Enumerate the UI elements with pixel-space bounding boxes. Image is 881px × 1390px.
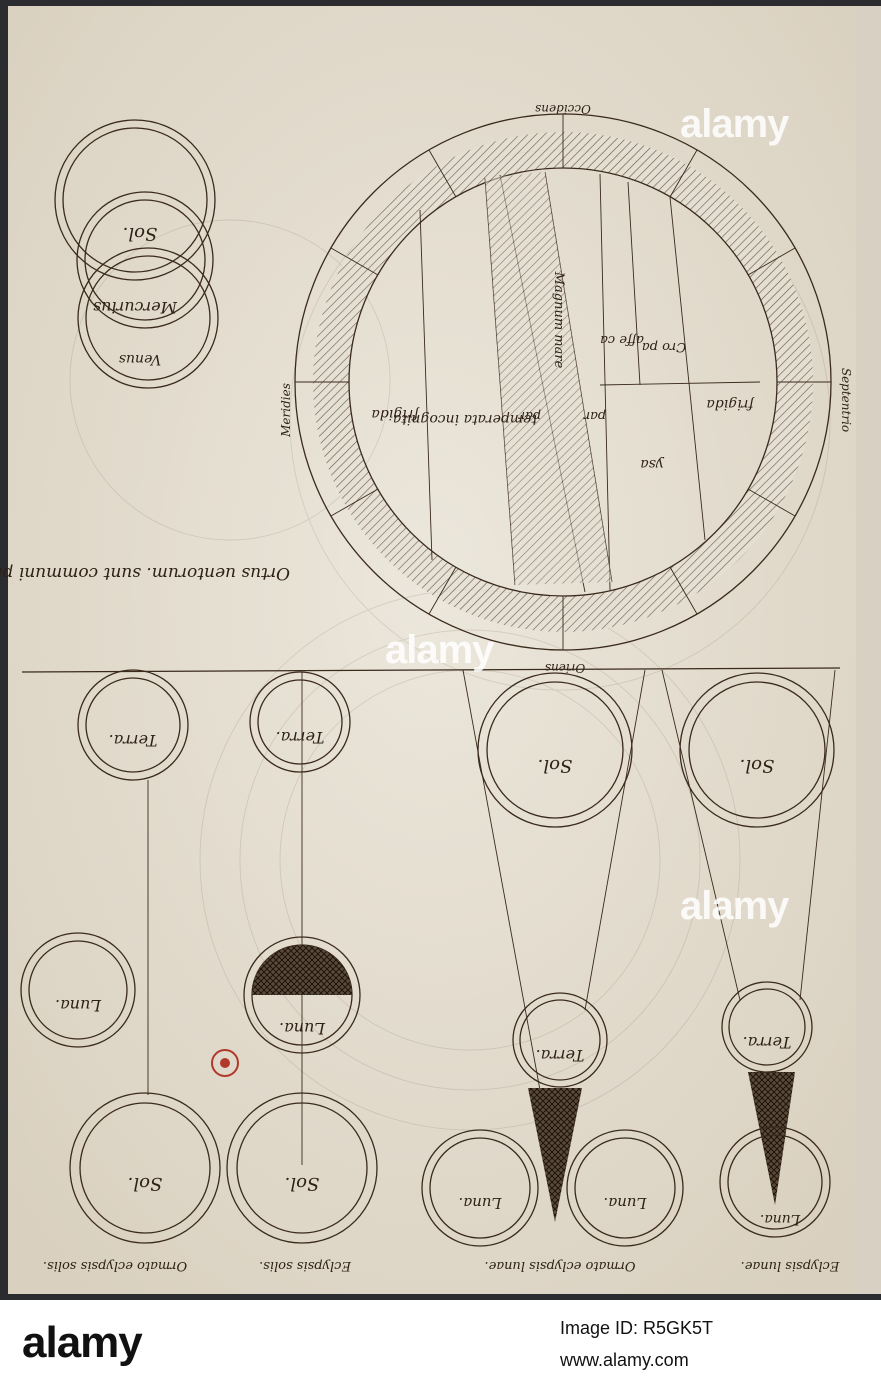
col1-caption: Ormato eclypsis solis. <box>43 1258 187 1273</box>
col3-bottom-right-label: Luna. <box>604 1194 648 1212</box>
eclipse-column-3: Sol. Terra. Luna. Luna. Ormato eclypsis … <box>421 669 684 1273</box>
compass-left: Meridies <box>279 383 293 438</box>
compass-bottom: Oriens <box>545 661 585 675</box>
sea-band <box>485 172 612 585</box>
col4-caption: Eclypsis lunae. <box>741 1258 841 1273</box>
sea-label: Magnum mare <box>551 271 566 369</box>
planet-orbits-diagram: Sol. Mercurius Venus <box>54 119 219 389</box>
zodiac-segment-dividers <box>295 114 831 650</box>
image-id: Image ID: R5GK5T <box>560 1318 714 1338</box>
folio-page: Sol. Mercurius Venus Ortus uentorum. sun… <box>0 6 881 1294</box>
col4-bottom-label: Luna. <box>760 1211 801 1227</box>
orbit-label-mercurius: Mercurius <box>93 298 178 317</box>
divider-line <box>21 667 841 673</box>
facing-page-edge <box>856 6 881 1294</box>
eclipse-column-4: Sol. Terra. Luna. Eclypsis lunae. <box>661 669 841 1273</box>
manuscript-image: Sol. Mercurius Venus Ortus uentorum. sun… <box>0 0 881 1300</box>
col1-top-label: Terra. <box>109 731 158 750</box>
watermark-overlay-2: alamy <box>385 628 494 672</box>
zone-temperata: temperata incognita <box>393 411 537 427</box>
col3-bottom-left-label: Luna. <box>459 1194 503 1212</box>
winds-caption-text: Ortus uentorum. sunt communi phylosophor… <box>0 563 290 583</box>
winds-caption: Ortus uentorum. sunt communi phylosophor… <box>0 563 290 583</box>
watermark-overlay-1: alamy <box>680 102 789 146</box>
col2-bottom-label: Sol. <box>285 1173 320 1194</box>
zone-par-2: par <box>518 408 541 423</box>
zone-affe: affe ca <box>600 332 644 347</box>
eclipse-column-2: Terra. Luna. Sol. Eclypsis solis. <box>226 671 378 1273</box>
col2-middle-label: Luna. <box>279 1019 326 1038</box>
watermark-url: www.alamy.com <box>560 1350 689 1370</box>
col2-top-label: Terra. <box>276 728 325 747</box>
eclipse-column-1: Terra. Luna. Sol. Ormato eclypsis solis. <box>20 669 221 1273</box>
zone-cro: Cro pa <box>642 339 686 354</box>
zone-ysa: ysa <box>640 456 664 472</box>
show-through-ghost <box>69 149 831 1131</box>
watermark-overlay-3: alamy <box>680 884 789 928</box>
col4-middle-label: Terra. <box>743 1033 792 1052</box>
alamy-logo: alamy <box>22 1318 143 1367</box>
compass-right: Septentrio <box>839 368 853 432</box>
col3-top-label: Sol. <box>538 755 573 776</box>
watermark-strip <box>0 1300 881 1390</box>
zone-frigida-right: frigida <box>706 396 754 412</box>
col3-middle-label: Terra. <box>536 1046 585 1065</box>
col3-caption: Ormato eclypsis lunae. <box>484 1258 635 1273</box>
library-stamp <box>211 1049 239 1077</box>
zone-frigida-left: frigida <box>371 406 419 422</box>
earth-shadow-cone-2 <box>748 1072 795 1205</box>
earth-shadow-cone-1 <box>528 1088 582 1222</box>
col1-middle-label: Luna. <box>55 996 102 1015</box>
orbit-label-venus: Venus <box>119 351 161 367</box>
col1-bottom-label: Sol. <box>128 1173 163 1194</box>
col4-top-label: Sol. <box>740 755 775 776</box>
col2-caption: Eclypsis solis. <box>259 1258 352 1273</box>
orbit-label-sol: Sol. <box>123 223 158 244</box>
compass-top: Occidens <box>535 102 591 116</box>
zone-par-1: par <box>583 408 606 423</box>
moon-shadow <box>252 945 352 995</box>
zonal-world-map: Occidens Oriens Septentrio Meridies frig… <box>279 102 853 675</box>
